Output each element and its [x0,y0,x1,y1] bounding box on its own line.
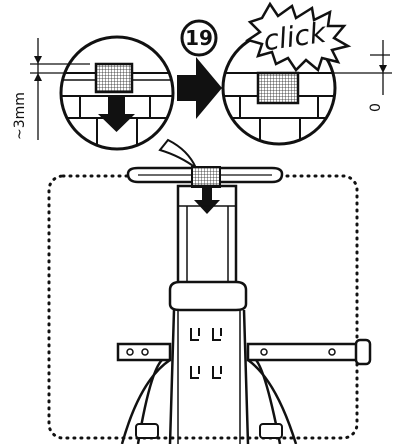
click-burst: click [245,1,352,73]
collar [168,280,248,312]
gap-dimension-before: ~3mm [12,38,90,140]
down-arrow-icon [98,97,135,132]
clip-grip-raised [94,62,134,94]
callout-pointer [158,138,199,172]
right-arrow-icon [177,57,222,119]
seat-post-assembly [116,166,372,444]
gap-after-label: 0 [368,103,384,112]
strap-buckle [354,338,372,366]
down-arrow-main-icon [194,188,220,214]
gap-before-label: ~3mm [12,92,28,140]
step-badge: 19 [180,19,218,57]
clip-grip-seated [256,71,300,105]
step-number: 19 [185,26,213,50]
clip-grip-main [191,166,221,188]
gap-dimension-after: 0 [320,40,392,112]
before-detail-circle [59,35,175,151]
